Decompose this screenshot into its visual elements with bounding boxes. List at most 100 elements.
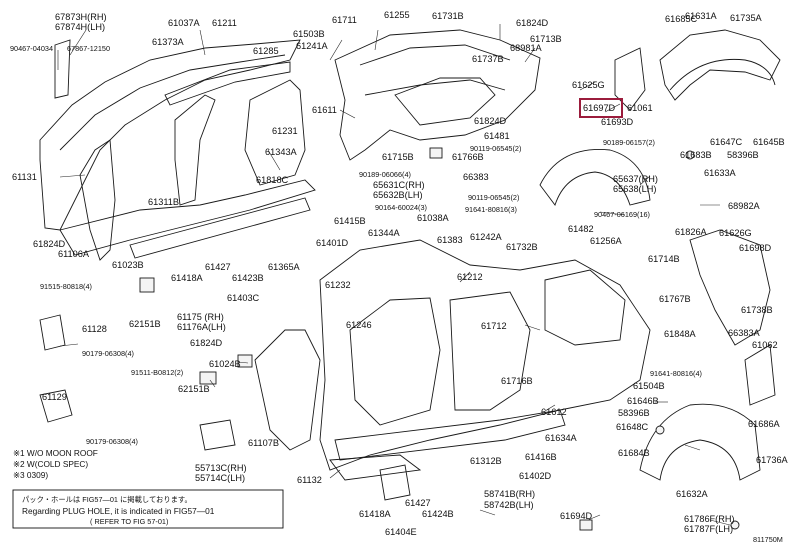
part-label[interactable]: 90119-06545(2) [470, 144, 521, 153]
part-label[interactable]: 90119-06545(2) [468, 193, 519, 202]
part-label[interactable]: 61423B [232, 273, 264, 283]
part-label[interactable]: 61686A [748, 419, 781, 429]
part-label[interactable]: 61062 [752, 340, 778, 350]
part-label[interactable]: 61713B [530, 34, 562, 44]
part-label[interactable]: 61634A [545, 433, 578, 443]
part-label[interactable]: 61848A [664, 329, 697, 339]
part-label[interactable]: 58396B [618, 408, 650, 418]
part-label[interactable]: 61383 [437, 235, 463, 245]
part-label[interactable]: 61038A [417, 213, 450, 223]
part-label[interactable]: 67874H(LH) [55, 22, 105, 32]
part-label[interactable]: 62151B [178, 384, 210, 394]
part-label[interactable]: 61818C [256, 175, 289, 185]
part-label[interactable]: 61024B [209, 359, 241, 369]
part-label[interactable]: 61766B [452, 152, 484, 162]
part-label[interactable]: 66383A [728, 328, 761, 338]
part-label[interactable]: 61416B [525, 452, 557, 462]
part-label[interactable]: 61685C [665, 14, 698, 24]
part-label[interactable]: 61418A [171, 273, 204, 283]
part-label[interactable]: 61131 [12, 172, 37, 182]
part-label[interactable]: 67873H(RH) [55, 12, 107, 22]
part-label[interactable]: 61106A [58, 249, 90, 259]
part-label[interactable]: 61503B [293, 29, 325, 39]
part-label[interactable]: 61767B [659, 294, 691, 304]
part-label[interactable]: 61715B [382, 152, 414, 162]
part-label[interactable]: 61107B [248, 438, 279, 448]
part-label[interactable]: 65632B(LH) [373, 190, 423, 200]
part-label[interactable]: 61481 [484, 131, 510, 141]
part-label[interactable]: 61612 [541, 407, 567, 417]
part-label[interactable]: 90189-06066(4) [359, 170, 411, 179]
part-label[interactable]: 61731B [432, 11, 464, 21]
part-label[interactable]: 61241A [296, 41, 329, 51]
part-label[interactable]: 61311B [148, 197, 179, 207]
part-label[interactable]: 61716B [501, 376, 533, 386]
part-label[interactable]: 61415B [334, 216, 366, 226]
part-label[interactable]: 61698D [739, 243, 772, 253]
part-label[interactable]: 61402D [519, 471, 552, 481]
part-label[interactable]: 61645B [753, 137, 785, 147]
part-label[interactable]: 90189-06157(2) [603, 138, 655, 147]
part-label[interactable]: 61404E [385, 527, 417, 537]
part-label[interactable]: 61633A [704, 168, 737, 178]
part-label[interactable]: 61246 [346, 320, 372, 330]
part-label[interactable]: 61037A [168, 18, 201, 28]
part-label[interactable]: 65637(RH) [613, 174, 658, 184]
part-label[interactable]: 58396B [727, 150, 759, 160]
part-label[interactable]: 61418A [359, 509, 392, 519]
part-label[interactable]: 61626G [719, 228, 752, 238]
part-label[interactable]: 61735A [730, 13, 763, 23]
part-label[interactable]: 61255 [384, 10, 410, 20]
part-label[interactable]: 90467-04034 [10, 44, 53, 53]
part-label[interactable]: 61786F(RH) [684, 514, 735, 524]
part-label[interactable]: 61232 [325, 280, 351, 290]
part-label[interactable]: 61023B [112, 260, 144, 270]
part-label[interactable]: 67867-12150 [67, 44, 110, 53]
part-label[interactable]: 61312B [470, 456, 502, 466]
part-label[interactable]: 61683B [680, 150, 712, 160]
part-label[interactable]: 68982A [728, 201, 761, 211]
part-label[interactable]: 91641-80816(4) [650, 369, 702, 378]
part-label[interactable]: 66383 [463, 172, 489, 182]
part-label[interactable]: 61211 [212, 18, 237, 28]
part-label[interactable]: 62151B [129, 319, 161, 329]
part-label[interactable]: 58742B(LH) [484, 500, 534, 510]
part-label[interactable]: 61212 [457, 272, 483, 282]
part-label[interactable]: 61693D [601, 117, 634, 127]
part-label[interactable]: 91511-B0812(2) [131, 368, 183, 377]
part-label[interactable]: 61373A [152, 37, 185, 47]
part-label[interactable]: 61427 [205, 262, 231, 272]
part-label[interactable]: 61714B [648, 254, 680, 264]
part-label[interactable]: 61697D [583, 103, 616, 113]
part-label[interactable]: 61176A(LH) [177, 322, 226, 332]
part-label[interactable]: 61738B [741, 305, 773, 315]
part-label[interactable]: 61647C [710, 137, 743, 147]
part-label[interactable]: 91641-80816(3) [465, 205, 517, 214]
part-label[interactable]: 61256A [590, 236, 623, 246]
part-label[interactable]: 90164-60024(3) [375, 203, 427, 212]
part-label[interactable]: 61824D [190, 338, 223, 348]
part-label[interactable]: 91515-80818(4) [40, 282, 92, 291]
part-label[interactable]: 61826A [675, 227, 708, 237]
part-label[interactable]: 61175 (RH) [177, 312, 224, 322]
part-label[interactable]: 61732B [506, 242, 538, 252]
part-label[interactable]: 61242A [470, 232, 503, 242]
part-label[interactable]: 61694D [560, 511, 593, 521]
part-label[interactable]: 90467-06169(16) [594, 210, 650, 219]
part-label[interactable]: 61424B [422, 509, 454, 519]
part-label[interactable]: 61061 [627, 103, 653, 113]
part-label[interactable]: 61631A [685, 11, 718, 21]
part-label[interactable]: 61132 [297, 475, 322, 485]
part-label[interactable]: 55714C(LH) [195, 473, 245, 483]
part-label[interactable]: 58741B(RH) [484, 489, 535, 499]
part-label[interactable]: 55713C(RH) [195, 463, 247, 473]
part-label[interactable]: 61648C [616, 422, 649, 432]
part-label[interactable]: 61824D [516, 18, 549, 28]
part-label[interactable]: 61344A [368, 228, 401, 238]
part-label[interactable]: 61711 [332, 15, 357, 25]
part-label[interactable]: 61482 [568, 224, 594, 234]
part-label[interactable]: 61401D [316, 238, 349, 248]
part-label[interactable]: 61824D [474, 116, 507, 126]
part-label[interactable]: 61231 [272, 126, 298, 136]
part-label[interactable]: 61736A [756, 455, 789, 465]
